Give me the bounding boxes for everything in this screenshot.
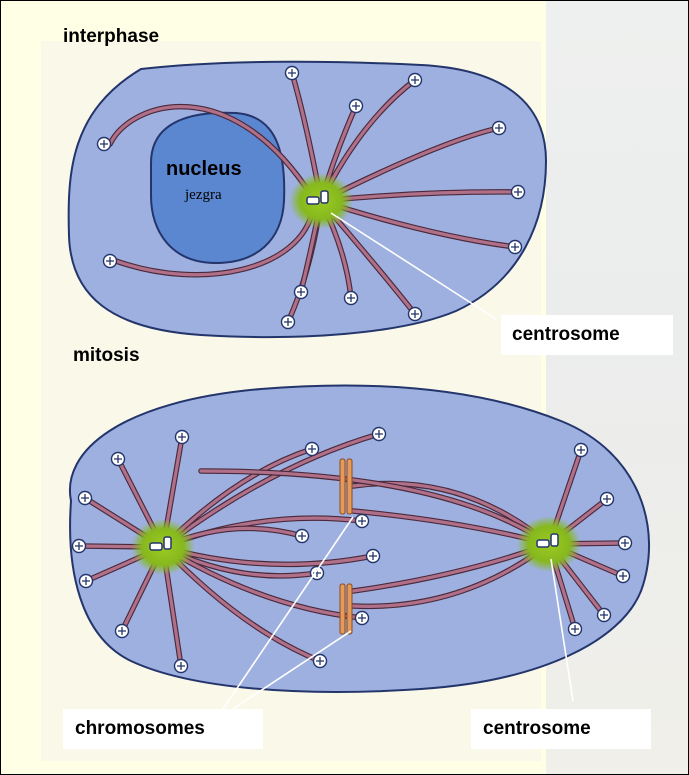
nucleus-label: nucleus [166,158,242,181]
nucleus-local-label: jezgra [185,187,222,204]
interphase-cell [69,62,546,337]
interphase-title: interphase [63,26,159,48]
mitosis-cell [70,386,649,692]
centrosome-glow-left [131,519,195,575]
mitosis-title: mitosis [73,345,140,367]
centrosome-label-bottom: centrosome [483,718,591,740]
centrosome-label-top: centrosome [512,324,620,346]
chromosomes-label: chromosomes [75,718,205,740]
